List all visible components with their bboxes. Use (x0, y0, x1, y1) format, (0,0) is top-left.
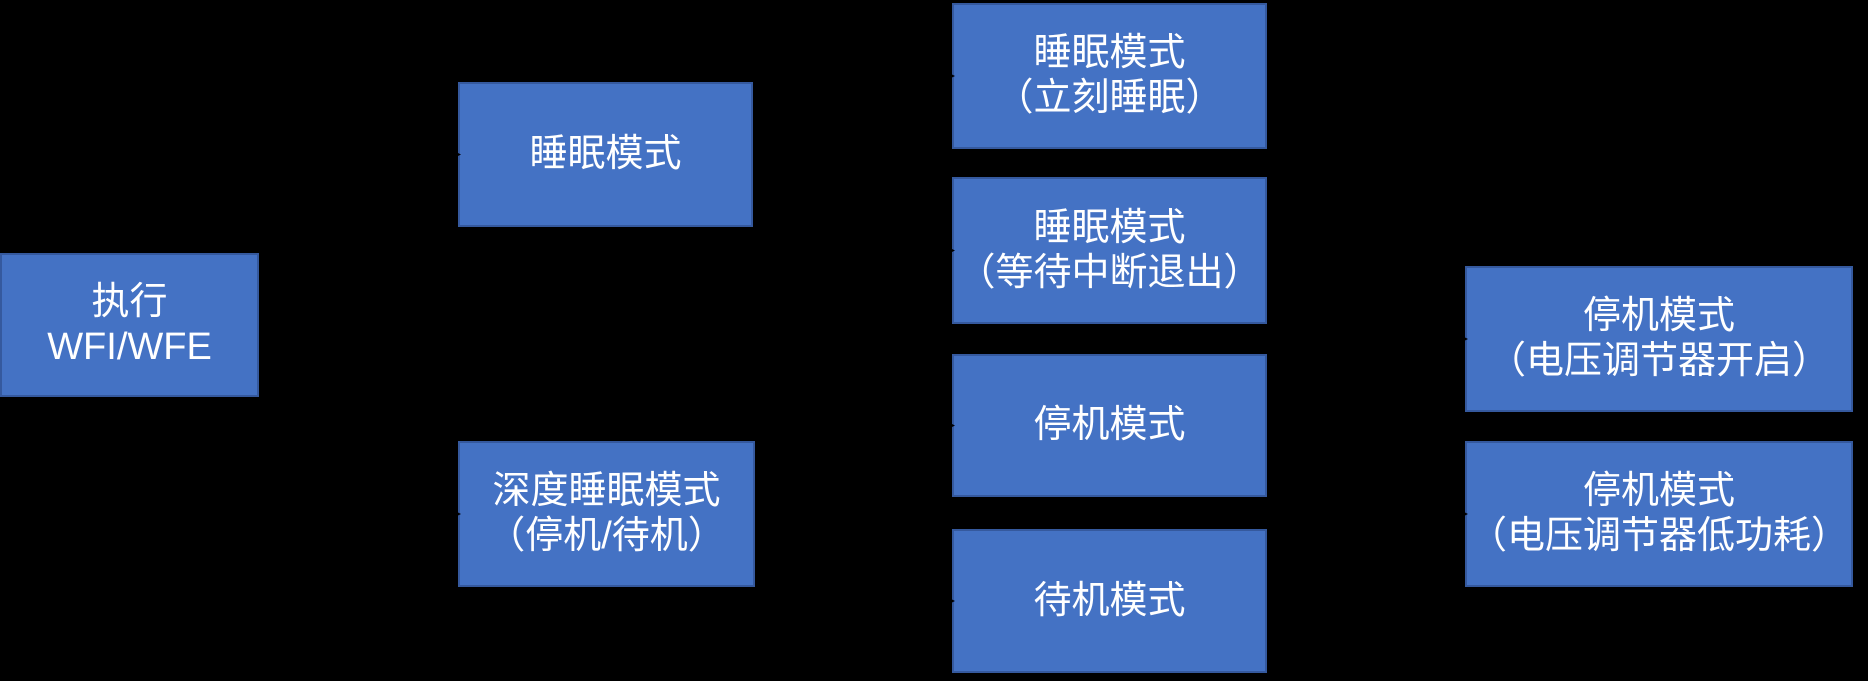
node-label: （停机/待机） (487, 515, 726, 557)
node-sleep-mode-wait-interrupt-exit: 睡眠模式 （等待中断退出） (952, 177, 1267, 324)
node-standby-mode: 待机模式 (952, 529, 1267, 673)
node-stop-mode: 停机模式 (952, 354, 1267, 497)
node-label: 睡眠模式 (529, 133, 682, 175)
node-label: WFI/WFE (47, 326, 212, 368)
node-label: 深度睡眠模式 (492, 470, 721, 512)
node-label: 睡眠模式 (1033, 32, 1186, 74)
node-label: （电压调节器低功耗） (1468, 515, 1849, 557)
node-label: （电压调节器开启） (1487, 340, 1830, 382)
node-label: 停机模式 (1582, 470, 1735, 512)
node-execute-wfi-wfe: 执行 WFI/WFE (0, 253, 259, 397)
node-sleep-mode-immediate: 睡眠模式 （立刻睡眠） (952, 3, 1267, 149)
node-stop-mode-regulator-on: 停机模式 （电压调节器开启） (1465, 266, 1853, 412)
node-label: 执行 (91, 281, 168, 323)
node-label: 待机模式 (1033, 579, 1186, 622)
node-deep-sleep-mode: 深度睡眠模式 （停机/待机） (458, 441, 755, 587)
node-label: 停机模式 (1582, 295, 1735, 337)
node-label: （立刻睡眠） (995, 77, 1224, 119)
node-stop-mode-regulator-low-power: 停机模式 （电压调节器低功耗） (1465, 441, 1853, 587)
node-label: 睡眠模式 (1033, 206, 1186, 249)
node-sleep-mode: 睡眠模式 (458, 82, 753, 227)
node-label: （等待中断退出） (957, 251, 1262, 294)
node-label: 停机模式 (1033, 404, 1186, 446)
